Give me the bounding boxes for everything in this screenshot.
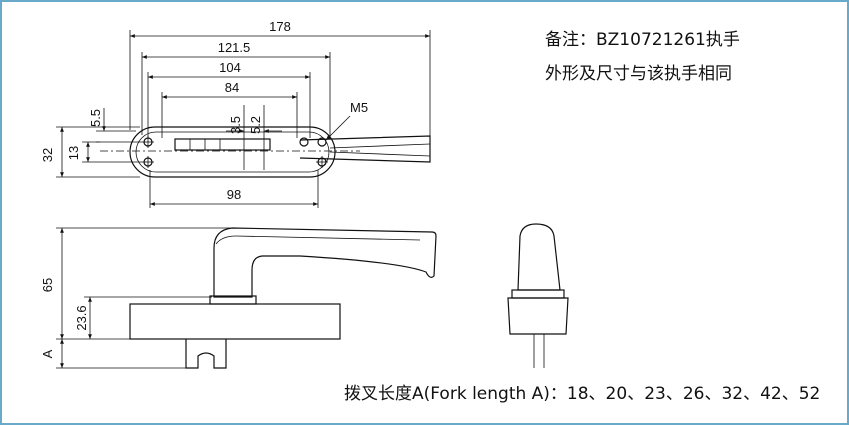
spindle-slot: [174, 138, 271, 151]
fork-length-caption: 拨叉长度A(Fork length A)：18、20、23、26、32、42、5…: [344, 384, 820, 404]
lever-outline: [299, 135, 431, 163]
base-side: [129, 303, 341, 340]
dim-5-2: 5.2: [248, 116, 263, 134]
dim-98: 98: [227, 187, 241, 202]
dim-13: 13: [66, 146, 81, 160]
note-line-2: 外形及尺寸与该执手相同: [545, 64, 732, 84]
top-view: 178 121.5 104 84 3.5 5.2 5.5 32: [40, 19, 431, 208]
dim-5-5: 5.5: [88, 109, 103, 127]
dim-32: 32: [40, 148, 55, 162]
dim-84: 84: [225, 80, 239, 95]
end-view: [507, 223, 569, 368]
base-plate: [129, 126, 336, 178]
side-view: 65 23.6 A: [40, 227, 437, 369]
note-line-1: 备注：BZ10721261执手: [545, 30, 740, 50]
dim-104: 104: [219, 60, 241, 75]
mounting-holes: [142, 136, 328, 168]
fork-spindle: [185, 339, 227, 369]
dim-121-5: 121.5: [218, 40, 251, 55]
dim-178: 178: [269, 19, 291, 34]
dim-a: A: [40, 349, 55, 358]
label-m5: M5: [350, 100, 368, 115]
dim-65: 65: [40, 278, 55, 292]
dim-23-6: 23.6: [74, 305, 89, 330]
lever-side: [213, 227, 437, 298]
